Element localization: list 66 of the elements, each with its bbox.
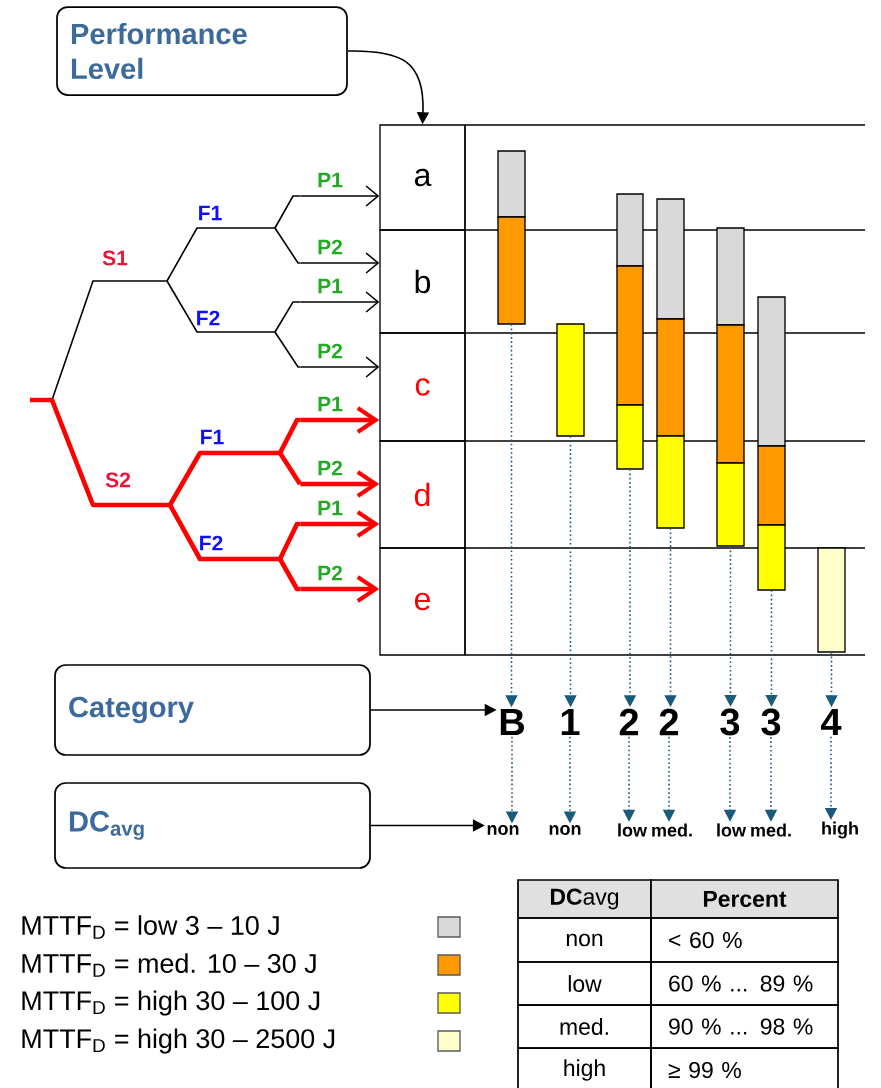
edge-label: P1 <box>318 500 343 516</box>
table-header-cell: DCavg <box>517 879 652 919</box>
level-cell: b <box>379 229 466 334</box>
tree-drawing <box>30 195 302 592</box>
edge-label: P1 <box>318 172 343 188</box>
legend-text: MTTF$_{D}$ = high 30 – 2500 J <box>22 1028 335 1054</box>
edge-label: P1 <box>318 278 343 294</box>
arrow <box>299 252 380 274</box>
coverage-label: med. <box>652 823 692 837</box>
legend-text: MTTF$_{D}$ = low 3 – 10 J <box>22 915 279 939</box>
legend-text: MTTF$_{D}$ = high 30 – 100 J <box>22 990 320 1016</box>
arrow <box>300 470 380 498</box>
coverage-label: low <box>717 823 747 837</box>
category-label: 4 <box>821 708 842 736</box>
arrow <box>300 575 380 603</box>
edge-label: P1 <box>318 396 343 412</box>
level-cell: e <box>379 547 466 656</box>
stacked-bar <box>556 323 585 437</box>
category-label: 1 <box>561 708 580 736</box>
branch-label: S2 <box>105 472 131 488</box>
arrow <box>299 356 380 378</box>
level-cell: d <box>379 440 466 549</box>
category-label: 2 <box>659 708 679 736</box>
category-label: 2 <box>619 708 639 736</box>
table-cell: ≥ 99 % <box>650 1047 839 1088</box>
category-label: 3 <box>761 708 781 736</box>
table-cell: high <box>517 1047 652 1088</box>
coverage-label: non <box>549 825 581 835</box>
edge-label: P2 <box>318 565 343 581</box>
stacked-bar <box>616 193 644 470</box>
branch-label: F2 <box>200 535 223 551</box>
coverage-label: non <box>487 825 519 835</box>
branch-label: S1 <box>102 250 128 266</box>
label-box: Category <box>54 664 371 756</box>
coverage-label: high <box>822 821 858 839</box>
edge-label: P2 <box>318 460 343 476</box>
stacked-bar <box>656 198 685 529</box>
table-cell: med. <box>517 1004 652 1049</box>
label-box: DC$_{avg}$ <box>54 782 371 869</box>
table-cell: low <box>517 961 652 1006</box>
table-cell: non <box>517 917 652 963</box>
edge-label: P2 <box>318 343 343 359</box>
edge-label: P2 <box>318 239 343 255</box>
arrow <box>299 291 380 313</box>
branch-label: F2 <box>197 310 220 326</box>
level-cell: a <box>379 124 466 231</box>
level-cell: c <box>379 332 466 442</box>
stacked-bar <box>817 547 846 653</box>
arrow <box>300 510 380 538</box>
category-label: B <box>500 708 524 736</box>
stacked-bar <box>497 150 526 325</box>
table-cell: 60 % ... 89 % <box>650 961 839 1006</box>
branch-label: F1 <box>201 429 224 445</box>
legend-text: MTTF$_{D}$ = med. 10 – 30 J <box>22 953 316 977</box>
table-cell: 90 % ... 98 % <box>650 1004 839 1049</box>
table-cell: < 60 % <box>650 917 839 963</box>
label-box: Performance Level <box>56 6 348 96</box>
coverage-label: low <box>618 823 648 837</box>
category-label: 3 <box>720 708 740 736</box>
stacked-bar <box>757 296 786 591</box>
branch-label: F1 <box>199 205 222 221</box>
arrow <box>299 185 380 207</box>
stacked-bar <box>716 227 745 547</box>
table-header-cell: Percent <box>650 879 839 919</box>
coverage-label: med. <box>751 823 791 837</box>
arrow <box>300 406 380 434</box>
